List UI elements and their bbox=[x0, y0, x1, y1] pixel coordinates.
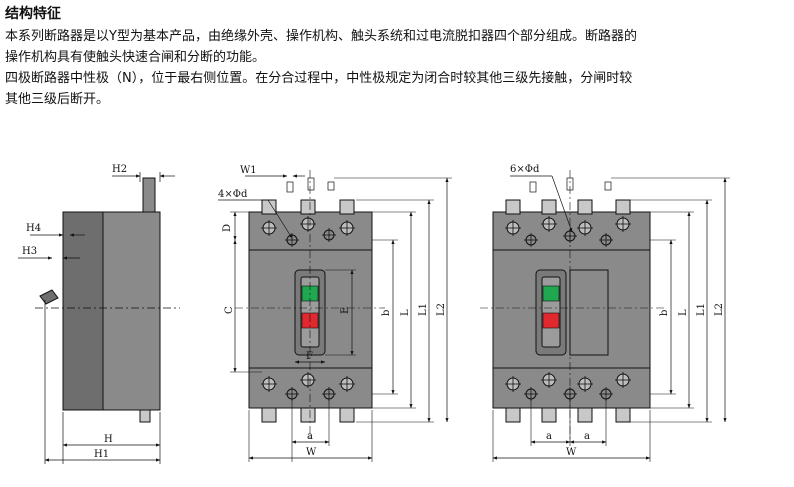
four-pole-indicator-red bbox=[542, 312, 560, 329]
paragraph-line-1: 本系列断路器是以Y型为基本产品，由绝缘外壳、操作机构、触头系统和过电流脱扣器四个… bbox=[5, 29, 637, 44]
label-h1: H1 bbox=[94, 449, 109, 460]
label-e: E bbox=[340, 307, 351, 314]
label-l: L bbox=[400, 309, 411, 316]
side-view: H2 H4 H3 H H1 bbox=[18, 164, 180, 464]
side-terminal-bottom bbox=[139, 409, 151, 423]
label-a2-4p: a bbox=[584, 431, 590, 442]
side-handle bbox=[142, 177, 156, 213]
label-h: H bbox=[104, 434, 113, 445]
side-lever bbox=[39, 289, 59, 305]
label-l1: L1 bbox=[418, 303, 429, 316]
label-a: a bbox=[307, 431, 313, 442]
four-pole-view: 6×Φd b L L1 L2 a a W bbox=[480, 164, 730, 462]
label-holes-6: 6×Φd bbox=[510, 164, 540, 175]
paragraph-line-3: 四极断路器中性极（N），位于最右侧位置。在分合过程中，中性极规定为闭合时较其他三… bbox=[5, 71, 633, 86]
label-b: b bbox=[381, 310, 392, 316]
paragraph-line-2: 操作机构具有使触头快速合闸和分断的功能。 bbox=[5, 50, 266, 65]
label-a1-4p: a bbox=[546, 431, 552, 442]
label-w: W bbox=[306, 447, 317, 458]
label-h4: H4 bbox=[26, 223, 41, 234]
label-b-4p: b bbox=[659, 310, 670, 316]
paragraph-line-4: 其他三级后断开。 bbox=[5, 92, 110, 107]
three-pole-view: W1 4×Φd D C E F b L L1 L2 bbox=[218, 165, 452, 462]
label-c: C bbox=[224, 306, 235, 314]
label-w1: W1 bbox=[240, 165, 257, 176]
label-holes-4: 4×Φd bbox=[218, 189, 248, 200]
side-body-front bbox=[62, 211, 104, 411]
label-d: D bbox=[222, 224, 233, 232]
label-l-4p: L bbox=[678, 309, 689, 316]
label-l2: L2 bbox=[436, 303, 447, 316]
description-block: 结构特征 本系列断路器是以Y型为基本产品，由绝缘外壳、操作机构、触头系统和过电流… bbox=[5, 4, 791, 110]
four-pole-neutral-cover bbox=[569, 269, 609, 356]
label-w-4p: W bbox=[566, 447, 577, 458]
label-f: F bbox=[306, 351, 313, 362]
section-heading: 结构特征 bbox=[5, 6, 61, 22]
four-pole-indicator-green bbox=[542, 285, 560, 302]
label-h3: H3 bbox=[22, 246, 37, 257]
label-h2: H2 bbox=[112, 164, 127, 175]
label-l1-4p: L1 bbox=[696, 303, 707, 316]
label-l2-4p: L2 bbox=[714, 303, 725, 316]
